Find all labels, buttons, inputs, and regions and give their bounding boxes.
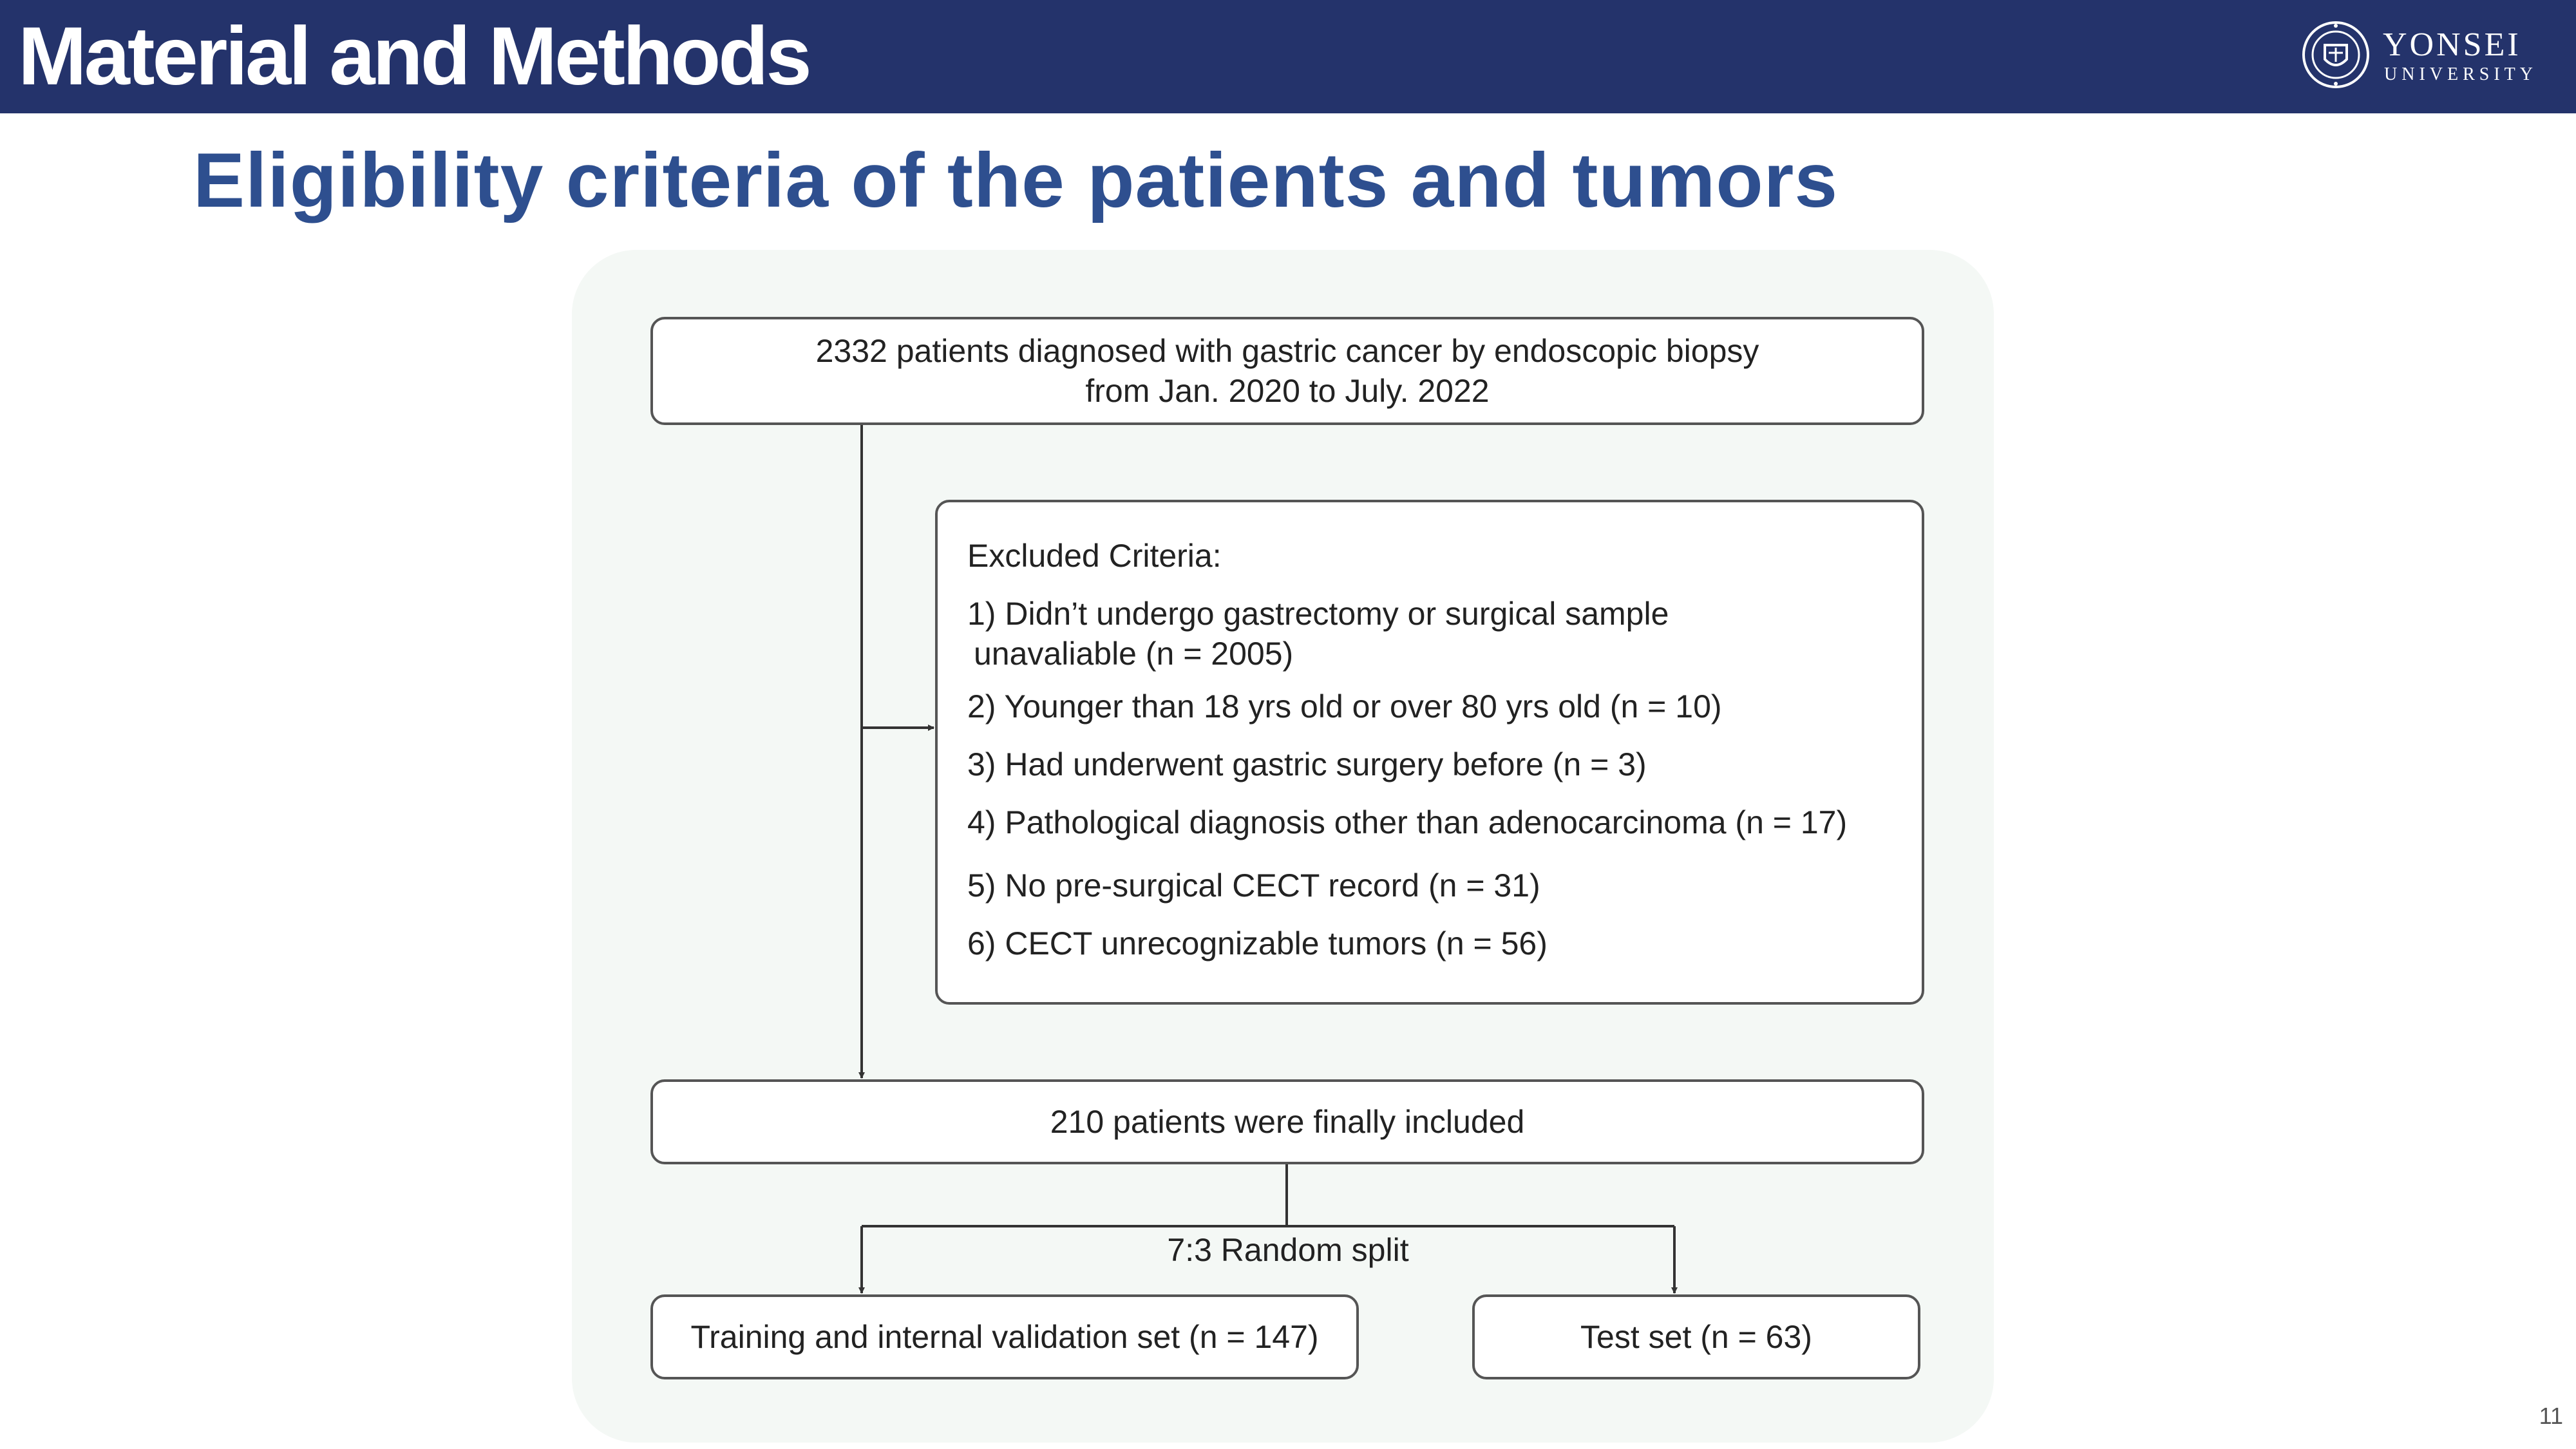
exclusion-item: unavaliable (n = 2005) <box>974 636 1294 672</box>
exclusion-item: 1) Didn’t undergo gastrectomy or surgica… <box>967 596 1669 632</box>
initial-cohort-line1: 2332 patients diagnosed with gastric can… <box>815 333 1759 369</box>
split-label: 7:3 Random split <box>1167 1232 1409 1268</box>
test-set-box: Test set (n = 63) <box>1472 1294 1920 1379</box>
initial-cohort-line2: from Jan. 2020 to July. 2022 <box>1085 373 1490 409</box>
exclusion-item: 3) Had underwent gastric surgery before … <box>967 746 1647 782</box>
logo-subtitle: UNIVERSITY <box>2384 64 2537 84</box>
exclusion-item: 2) Younger than 18 yrs old or over 80 yr… <box>967 688 1722 724</box>
logo-name: YONSEI <box>2383 26 2521 63</box>
exclusion-item: 5) No pre-surgical CECT record (n = 31) <box>967 867 1540 904</box>
training-set-label: Training and internal validation set (n … <box>690 1319 1319 1355</box>
yonsei-seal-icon <box>2302 21 2369 88</box>
yonsei-logo: YONSEI UNIVERSITY <box>2300 19 2533 94</box>
exclusion-heading: Excluded Criteria: <box>967 538 1222 574</box>
page-number: 11 <box>2539 1403 2563 1429</box>
slide-subtitle: Eligibility criteria of the patients and… <box>193 137 1839 223</box>
exclusion-criteria-box: Excluded Criteria: 1) Didn’t undergo gas… <box>935 500 1924 1005</box>
exclusion-item: 6) CECT unrecognizable tumors (n = 56) <box>967 925 1548 961</box>
exclusion-item: 4) Pathological diagnosis other than ade… <box>967 804 1848 840</box>
test-set-label: Test set (n = 63) <box>1580 1319 1812 1355</box>
header-bar: Material and Methods YONSEI UNIVERSITY <box>0 0 2576 113</box>
initial-cohort-box: 2332 patients diagnosed with gastric can… <box>650 317 1924 425</box>
training-set-box: Training and internal validation set (n … <box>650 1294 1359 1379</box>
included-cohort-box: 210 patients were finally included <box>650 1079 1924 1164</box>
section-title: Material and Methods <box>18 10 812 102</box>
included-cohort-label: 210 patients were finally included <box>1050 1104 1525 1140</box>
